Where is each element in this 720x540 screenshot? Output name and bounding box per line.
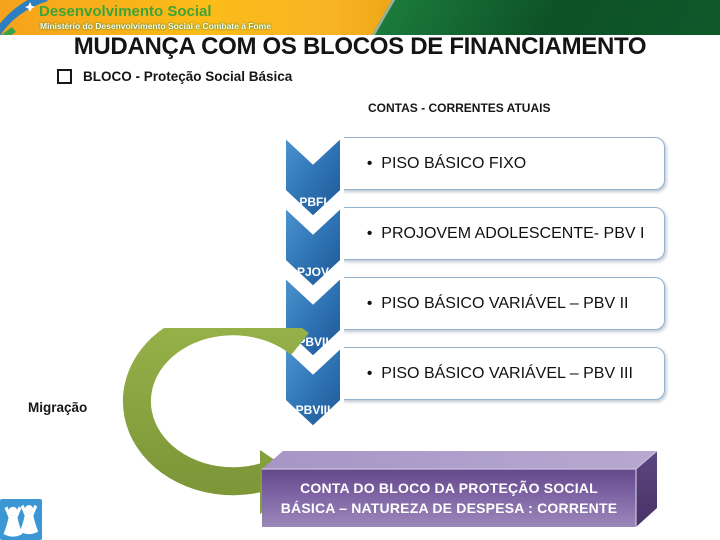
down-chevron-icon: PJOV <box>282 203 344 291</box>
list-item: • PISO BÁSICO FIXO <box>336 137 665 190</box>
list-item: • PISO BÁSICO VARIÁVEL – PBV III <box>336 347 665 400</box>
block-bullet-label: BLOCO - Proteção Social Básica <box>83 69 293 84</box>
square-bullet-icon <box>57 69 72 84</box>
row-label: PISO BÁSICO VARIÁVEL – PBV II <box>381 294 629 312</box>
ministry-header-banner: Desenvolvimento Social Ministério do Des… <box>0 0 720 35</box>
list-item: • PROJOVEM ADOLESCENTE- PBV I <box>336 207 665 260</box>
footer-box-text: CONTA DO BLOCO DA PROTEÇÃO SOCIAL BÁSICA… <box>262 469 636 526</box>
row-label: PISO BÁSICO VARIÁVEL – PBV III <box>381 364 633 382</box>
bullet-dot: • <box>367 225 373 242</box>
footer-line1: CONTA DO BLOCO DA PROTEÇÃO SOCIAL <box>300 479 598 496</box>
row-label: PISO BÁSICO FIXO <box>381 154 527 172</box>
column-header: CONTAS - CORRENTES ATUAIS <box>368 101 551 115</box>
migration-label: Migração <box>28 400 88 415</box>
header-green-ribbon <box>369 0 720 35</box>
footer-3d-box <box>262 451 658 527</box>
block-bullet-line: BLOCO - Proteção Social Básica <box>57 69 292 84</box>
list-item: • PISO BÁSICO VARIÁVEL – PBV II <box>336 277 665 330</box>
people-logo-icon <box>0 499 42 540</box>
chevron-tag: PBVIII <box>296 403 331 417</box>
bullet-dot: • <box>367 365 373 382</box>
bullet-dot: • <box>367 155 373 172</box>
footer-line2: BÁSICA – NATUREZA DE DESPESA : CORRENTE <box>280 499 618 516</box>
chevron-tag: PJOV <box>297 265 329 279</box>
down-chevron-icon: PBFI <box>282 133 344 221</box>
brand-name: Desenvolvimento Social <box>39 3 212 20</box>
brand-subtitle: Ministério do Desenvolvimento Social e C… <box>40 21 271 31</box>
row-label: PROJOVEM ADOLESCENTE- PBV I <box>381 224 645 242</box>
chevron-tag: PBFI <box>299 195 326 209</box>
page-title: MUDANÇA COM OS BLOCOS DE FINANCIAMENTO <box>73 33 647 60</box>
brazil-flag-ribbon-icon <box>0 0 48 35</box>
down-chevron-icon: PBVIII <box>282 343 344 431</box>
bullet-dot: • <box>367 295 373 312</box>
chevron-tag: PBVII <box>297 335 328 349</box>
